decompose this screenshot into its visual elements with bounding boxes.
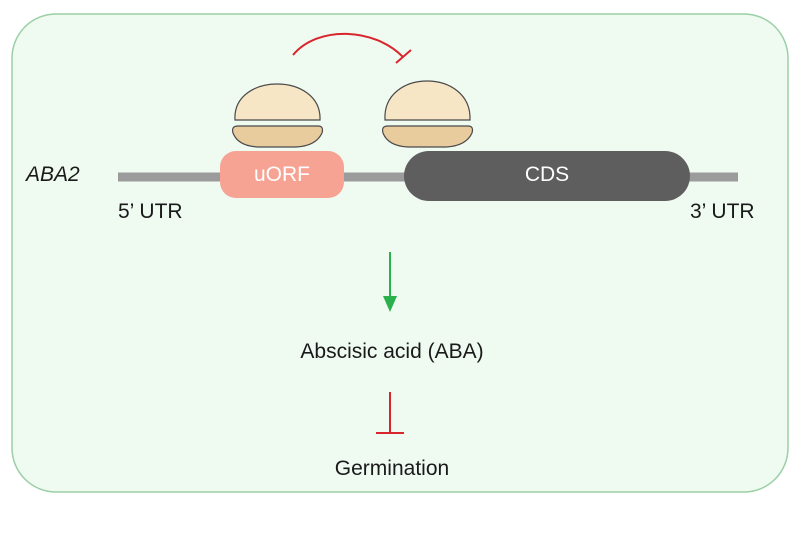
cds-box bbox=[404, 151, 690, 201]
uorf-label: uORF bbox=[253, 163, 310, 186]
ribosome-cds bbox=[381, 80, 474, 148]
ribosome-inhibition-bar bbox=[395, 49, 412, 64]
ribosome-cds-small-subunit bbox=[381, 125, 474, 148]
diagram-panel bbox=[11, 13, 789, 493]
utr3-label: 3’ UTR bbox=[690, 200, 755, 223]
outcome-label: Germination bbox=[334, 457, 450, 480]
utr5-label: 5’ UTR bbox=[118, 200, 183, 223]
ribosome-uorf bbox=[231, 83, 324, 148]
cds-label: CDS bbox=[524, 163, 570, 186]
ribosome-uorf-large-subunit bbox=[234, 83, 321, 121]
ribosome-cds-large-subunit bbox=[384, 80, 471, 121]
uorf-box bbox=[220, 151, 344, 198]
activation-arrow-head bbox=[383, 296, 397, 312]
gene-name-label: ABA2 bbox=[26, 163, 80, 186]
ribosome-uorf-small-subunit bbox=[231, 125, 324, 148]
product-label: Abscisic acid (ABA) bbox=[300, 340, 484, 363]
ribosome-inhibition-arc bbox=[292, 32, 404, 58]
